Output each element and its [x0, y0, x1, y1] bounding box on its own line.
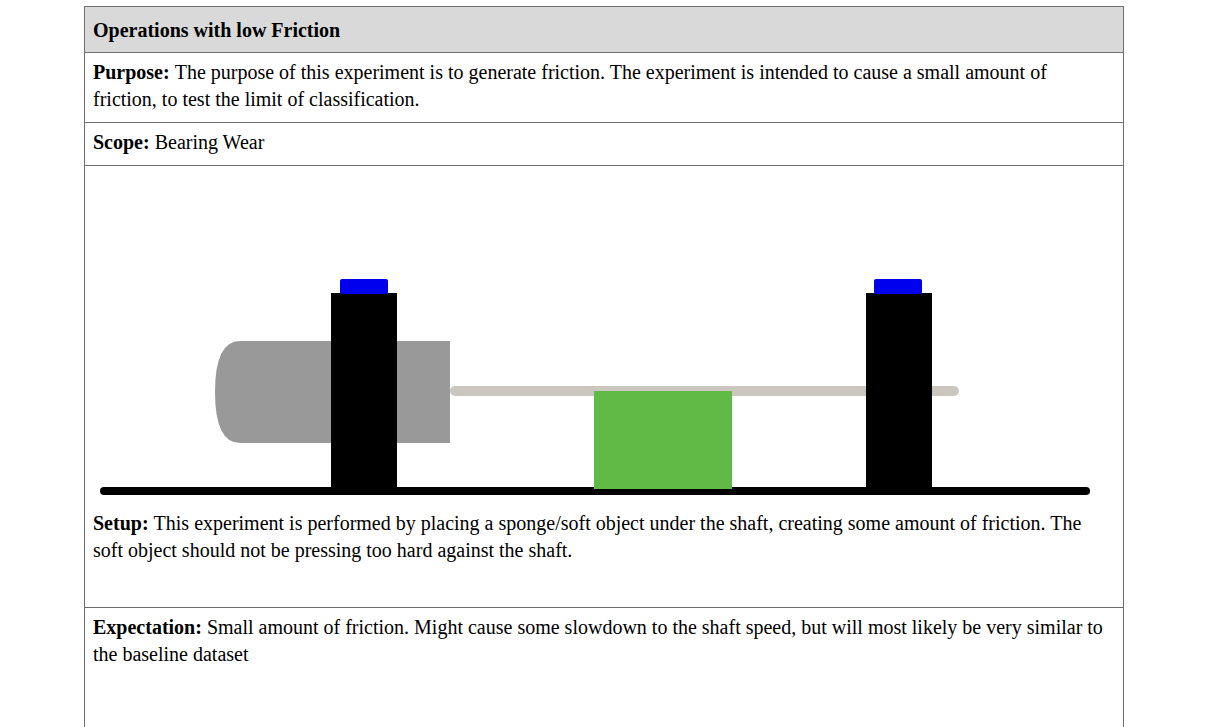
row-label: Scope:	[93, 131, 150, 153]
row-label: Purpose:	[93, 61, 170, 83]
table-row: Expectation:Small amount of friction. Mi…	[84, 608, 1124, 727]
bearing-block	[331, 293, 397, 489]
row-body: Small amount of friction. Might cause so…	[93, 616, 1103, 665]
header-band: Operations with low Friction	[84, 6, 1124, 53]
table-row: Scope:Bearing Wear	[84, 123, 1124, 166]
bearing-block	[866, 293, 932, 489]
row-body: The purpose of this experiment is to gen…	[93, 61, 1047, 110]
rig-drawing	[104, 279, 1086, 491]
bearing-cap	[874, 279, 922, 294]
table-row: Purpose:The purpose of this experiment i…	[84, 53, 1124, 123]
table-row: Setup:This experiment is performed by pl…	[84, 504, 1124, 608]
sponge	[594, 391, 732, 489]
row-text: Setup:This experiment is performed by pl…	[85, 504, 1123, 570]
header-inner: Operations with low Friction	[85, 7, 1123, 50]
row-label: Setup:	[93, 512, 149, 534]
row-body: This experiment is performed by placing …	[93, 512, 1081, 561]
row-text: Expectation:Small amount of friction. Mi…	[85, 608, 1123, 674]
illustration-row	[84, 166, 1124, 504]
row-label: Expectation:	[93, 616, 202, 638]
table-title: Operations with low Friction	[93, 17, 1115, 44]
row-text: Purpose:The purpose of this experiment i…	[85, 53, 1123, 119]
bearing-cap	[340, 279, 388, 294]
row-body: Bearing Wear	[155, 131, 265, 153]
row-text: Scope:Bearing Wear	[85, 123, 1123, 162]
